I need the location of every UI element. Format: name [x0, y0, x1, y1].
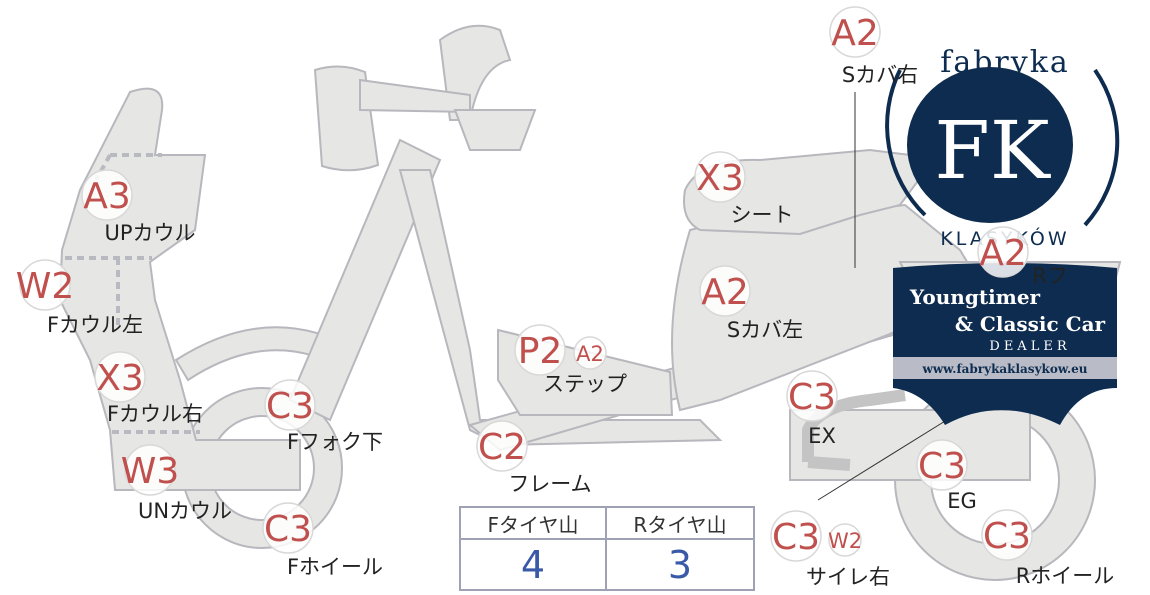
damage-code: C3 — [266, 386, 314, 427]
part-label: Rホイール — [1016, 564, 1115, 588]
logo-letters: FK — [934, 104, 1051, 197]
damage-code-secondary: A2 — [576, 342, 604, 366]
part-label: ステップ — [543, 372, 627, 396]
badge-circle — [94, 351, 146, 403]
badge-circle — [476, 420, 528, 472]
banner-line-youngtimer: Youngtimer — [909, 285, 1041, 309]
badge-circle — [264, 379, 316, 431]
part-label: サイレ右 — [806, 565, 890, 589]
badge-circle — [694, 151, 746, 203]
damage-code: A2 — [831, 13, 879, 54]
badge-circle — [770, 510, 822, 562]
part-label: Fカウル右 — [107, 402, 203, 426]
part-label: EG — [947, 489, 977, 513]
banner-line-classic-car: & Classic Car — [955, 312, 1106, 336]
damage-code: W3 — [121, 451, 180, 492]
part-label: Rフ — [1032, 264, 1068, 288]
badge-circle — [262, 502, 314, 554]
steering-column-shape — [288, 138, 442, 422]
part-label: UNカウル — [138, 499, 232, 523]
part-label: シート — [731, 203, 794, 227]
rear-tire-value: 3 — [667, 542, 693, 587]
damage-code: A2 — [701, 272, 749, 313]
front-tire-value: 4 — [461, 540, 607, 589]
badge-circle — [981, 509, 1033, 561]
part-label: Fホイール — [287, 555, 383, 579]
damage-code: A2 — [979, 233, 1027, 274]
part-label: Sカバ右 — [842, 63, 918, 87]
tire-tread-table: Fタイヤ山 Rタイヤ山 4 3 — [459, 506, 755, 591]
logo-brand-text: fabryka — [940, 45, 1070, 80]
part-label: UPカウル — [104, 221, 195, 245]
damage-code: C3 — [983, 516, 1031, 557]
badge-circle — [916, 439, 968, 491]
damage-code: C3 — [264, 509, 312, 550]
badge-circle — [19, 259, 71, 311]
badge-circle — [514, 324, 566, 376]
badge-circle — [786, 370, 838, 422]
badge-seat: X3 シート — [694, 151, 794, 227]
part-label: Fカウル左 — [47, 313, 143, 337]
badge-circle — [829, 6, 881, 58]
part-label: EX — [808, 424, 836, 448]
leader-line-silencer — [817, 417, 951, 501]
fabryka-klasykow-logo: fabryka FK KLASYKÓW Youngtimer & Classic… — [885, 45, 1120, 425]
front-tire-header: Fタイヤ山 — [461, 508, 607, 540]
damage-code: C2 — [478, 427, 526, 468]
damage-code: C3 — [918, 446, 966, 487]
banner-url: www.fabrykaklasykow.eu — [921, 362, 1087, 376]
badge-circle — [124, 444, 176, 496]
rear-tire-header: Rタイヤ山 — [607, 508, 753, 540]
badge-circle — [699, 265, 751, 317]
part-label: Fフォク下 — [287, 430, 383, 454]
damage-code: X3 — [696, 158, 744, 199]
badge-circle — [81, 169, 133, 221]
banner-line-dealer: DEALER — [989, 339, 1070, 354]
badge-step: P2 A2 ステップ — [514, 324, 627, 396]
damage-code: X3 — [96, 358, 144, 399]
damage-code-secondary: W2 — [828, 529, 862, 553]
part-label: フレーム — [508, 472, 591, 496]
damage-code: P2 — [518, 331, 563, 372]
badge-frame: C2 フレーム — [476, 420, 592, 496]
dealer-banner — [893, 263, 1117, 425]
damage-code: C3 — [772, 517, 820, 558]
badge-silencer-right: C3 W2 サイレ右 — [770, 510, 890, 589]
badge-circle-secondary — [573, 336, 607, 370]
damage-code: W2 — [16, 266, 75, 307]
part-label: Sカバ左 — [727, 318, 803, 342]
damage-code: C3 — [788, 377, 836, 418]
badge-circle-secondary — [828, 523, 862, 557]
damage-code: A3 — [83, 176, 131, 217]
badge-circle — [977, 226, 1029, 278]
